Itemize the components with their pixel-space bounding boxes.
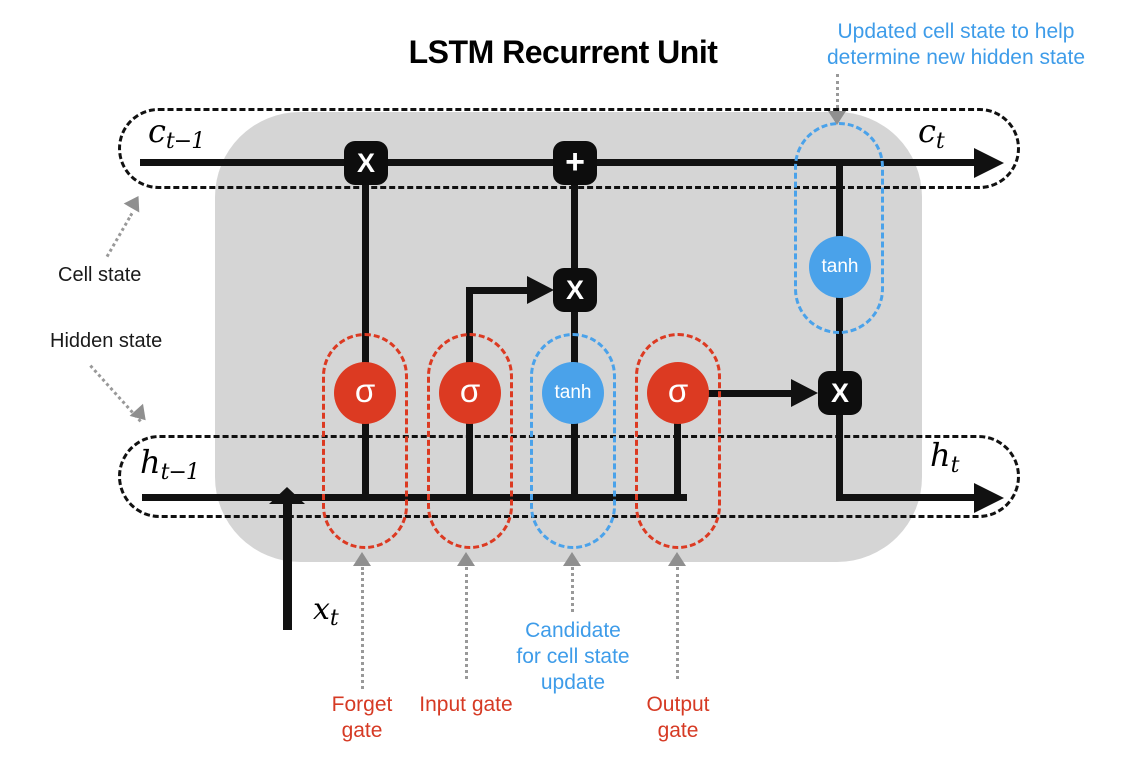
label-h-t: ht <box>930 436 959 478</box>
sigma-input-glyph: σ <box>459 372 481 409</box>
hidden-output-line <box>836 494 976 501</box>
annotation-candidate-line1: Candidate <box>525 619 621 642</box>
output-gate-elbow <box>680 390 792 397</box>
annotation-output-gate: Output gate <box>646 693 710 742</box>
diagram-title: LSTM Recurrent Unit <box>408 34 718 70</box>
annotation-candidate: Candidate for cell state update <box>496 618 650 696</box>
input-gate-arrowhead <box>527 276 554 304</box>
sigma-forget-node: σ <box>334 362 396 424</box>
annotation-updated-cell-line2: determine new hidden state <box>827 46 1085 69</box>
annotation-updated-cell-pointer <box>828 111 846 125</box>
candidate-pointer <box>563 552 581 566</box>
input-gate-elbow <box>466 287 528 294</box>
multiply-output-glyph: X <box>830 377 849 408</box>
input-gate-outline <box>427 333 513 549</box>
annotation-cell-state: Cell state <box>58 264 142 286</box>
forget-gate-pointer <box>353 552 371 566</box>
annotation-input-gate: Input gate <box>419 693 513 716</box>
input-gate-connector <box>465 567 468 679</box>
annotation-cell-state-pointer <box>123 191 147 213</box>
label-h-prev: ht−1 <box>140 443 200 485</box>
output-gate-pointer <box>668 552 686 566</box>
label-c-prev: ct−1 <box>148 112 205 154</box>
tanh-candidate-glyph: tanh <box>554 382 592 403</box>
output-gate-arrowhead <box>791 379 818 407</box>
sigma-forget-glyph: σ <box>354 372 376 409</box>
sigma-input-node: σ <box>439 362 501 424</box>
annotation-candidate-line3: update <box>540 671 606 694</box>
output-gate-outline <box>635 333 721 549</box>
annotation-updated-cell: Updated cell state to help determine new… <box>781 19 1131 71</box>
multiply-node-output: X <box>818 371 862 415</box>
tanh-output-node: tanh <box>809 236 871 298</box>
hidden-state-line <box>142 494 687 501</box>
multiply-candidate-glyph: X <box>565 274 584 305</box>
input-gate-pointer <box>457 552 475 566</box>
multiply-node-forget: X <box>344 141 388 185</box>
annotation-forget-gate: Forget gate <box>331 693 393 742</box>
input-xt-junction <box>269 487 305 504</box>
input-xt-line <box>283 497 292 630</box>
sigma-output-glyph: σ <box>667 372 689 409</box>
multiply-forget-glyph: X <box>356 147 375 178</box>
annotation-hidden-state-pointer <box>129 403 153 427</box>
label-x-t: xt <box>313 592 339 631</box>
annotation-candidate-line2: for cell state <box>516 645 630 668</box>
cell-state-arrowhead <box>974 148 1004 178</box>
candidate-outline <box>530 333 616 549</box>
candidate-connector <box>571 567 574 612</box>
hidden-output-arrowhead <box>974 483 1004 513</box>
add-node: + <box>553 141 597 185</box>
annotation-cell-state-connector <box>105 212 134 258</box>
tanh-output-glyph: tanh <box>821 256 859 277</box>
output-gate-connector <box>676 567 679 679</box>
multiply-node-candidate: X <box>553 268 597 312</box>
sigma-output-node: σ <box>647 362 709 424</box>
output-gate-line <box>674 395 681 501</box>
annotation-updated-cell-connector <box>836 74 839 114</box>
forget-gate-connector <box>361 567 364 689</box>
label-c-t: ct <box>918 112 945 154</box>
cell-state-band <box>118 108 1020 189</box>
forget-gate-outline <box>322 333 408 549</box>
annotation-updated-cell-line1: Updated cell state to help <box>837 20 1075 43</box>
tanh-candidate-node: tanh <box>542 362 604 424</box>
updated-cell-outline <box>794 122 884 334</box>
annotation-hidden-state: Hidden state <box>50 330 163 352</box>
add-glyph: + <box>565 142 585 181</box>
